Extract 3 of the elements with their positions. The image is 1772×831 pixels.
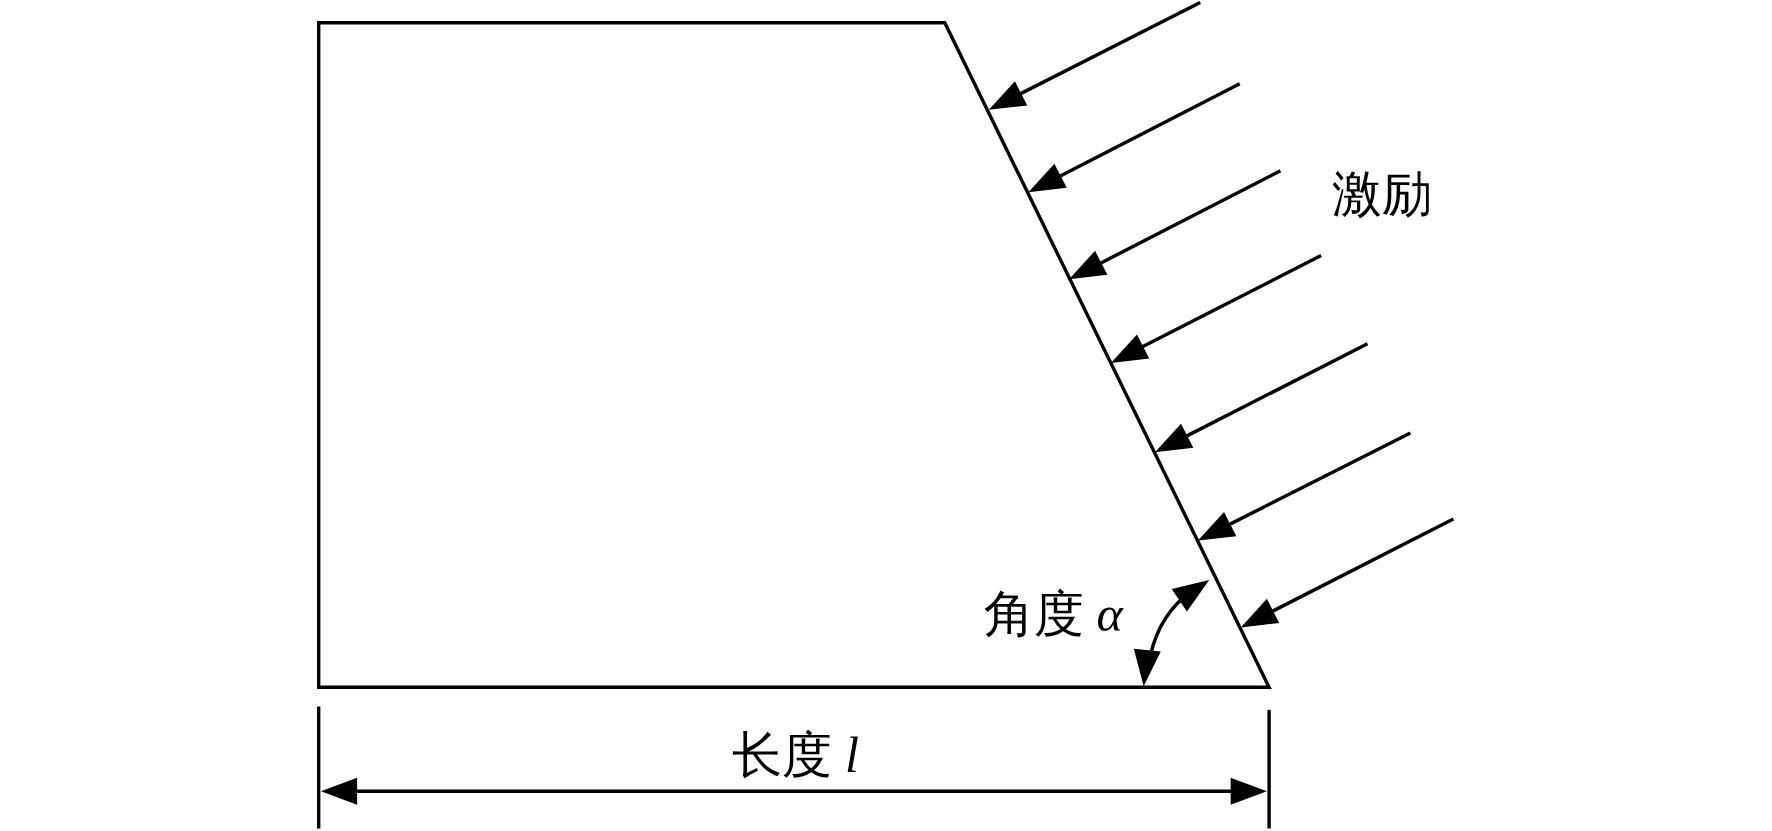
force-label: 激励 xyxy=(1332,169,1433,220)
length-label: 长度 l xyxy=(732,729,859,780)
angle-label: 角度 α xyxy=(983,588,1123,639)
